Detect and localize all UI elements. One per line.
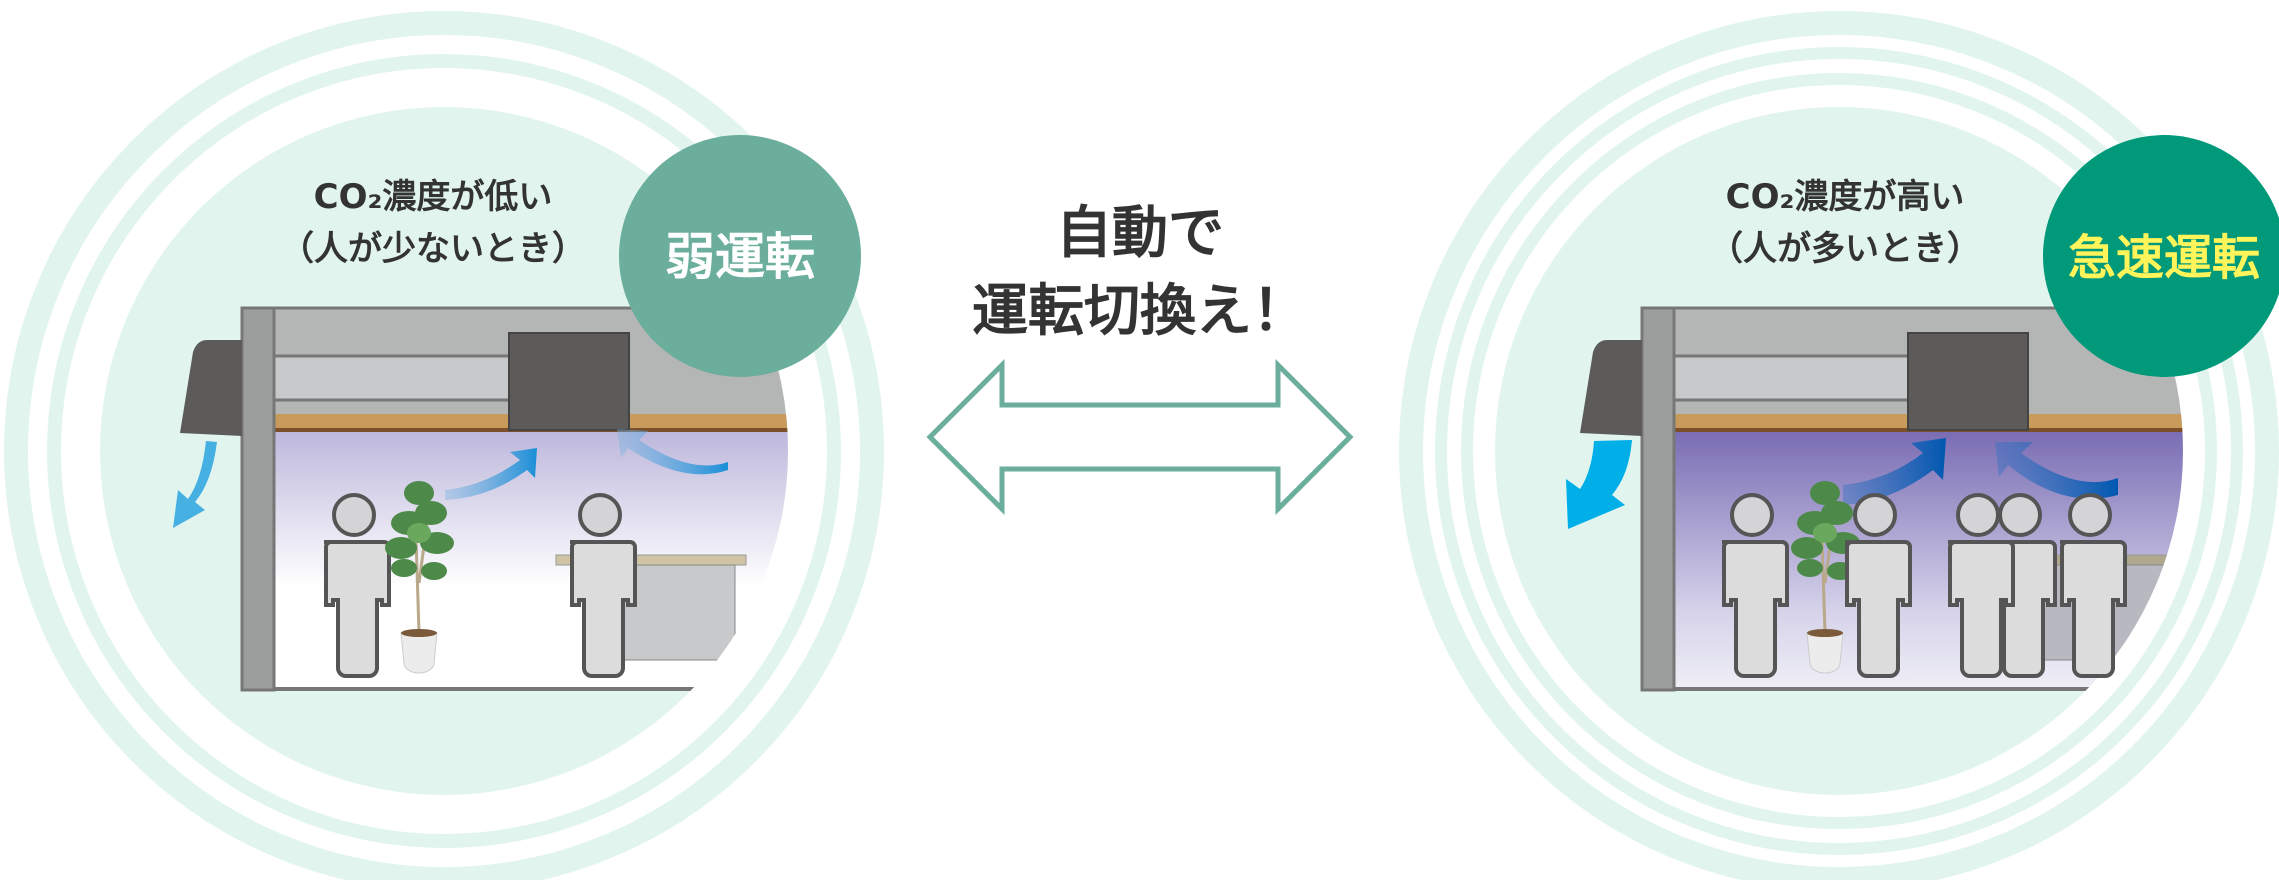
right-panel: CO₂濃度が高い （人が多いとき） 急速運転: [1399, 11, 2279, 880]
outer-ring: [4, 11, 884, 880]
middle-ring: [47, 54, 841, 848]
mode-badge: [619, 135, 861, 377]
condition-line2: （人が多いとき）: [1709, 229, 1981, 269]
condition-line2: （人が少ないとき）: [280, 229, 586, 269]
ring: [1461, 73, 2217, 829]
mode-badge-label: 弱運転: [665, 228, 815, 286]
exhaust-arrow-icon: [1566, 440, 1632, 529]
left-panel: CO₂濃度が低い （人が少ないとき） 弱運転: [4, 11, 884, 880]
airflow-arrow-icon: [445, 448, 537, 500]
double-headed-arrow-icon: [926, 358, 1354, 516]
switch-line2: 運転切換え！: [972, 279, 1308, 344]
condition-line1: CO₂濃度が低い: [314, 177, 553, 217]
wall: [1640, 306, 1676, 692]
mode-badge: [2043, 135, 2279, 377]
outdoor-hood: [1580, 340, 1642, 436]
center-switch: 自動で 運転切換え！: [926, 201, 1354, 516]
outdoor-hood: [180, 340, 242, 436]
outer-ring: [1399, 11, 2279, 880]
ventilation-unit: [508, 332, 630, 431]
ventilation-unit: [1907, 332, 2029, 431]
wall: [240, 306, 276, 692]
mode-badge-label: 急速運転: [2068, 230, 2260, 286]
airflow-arrow-icon: [1843, 438, 1946, 505]
switch-line1: 自動で: [1056, 201, 1224, 266]
airflow-arrow-icon: [1995, 442, 2118, 499]
ring: [1435, 47, 2243, 855]
exhaust-arrow-icon: [173, 441, 217, 528]
condition-line1: CO₂濃度が高い: [1726, 177, 1965, 217]
airflow-arrow-icon: [617, 429, 728, 475]
